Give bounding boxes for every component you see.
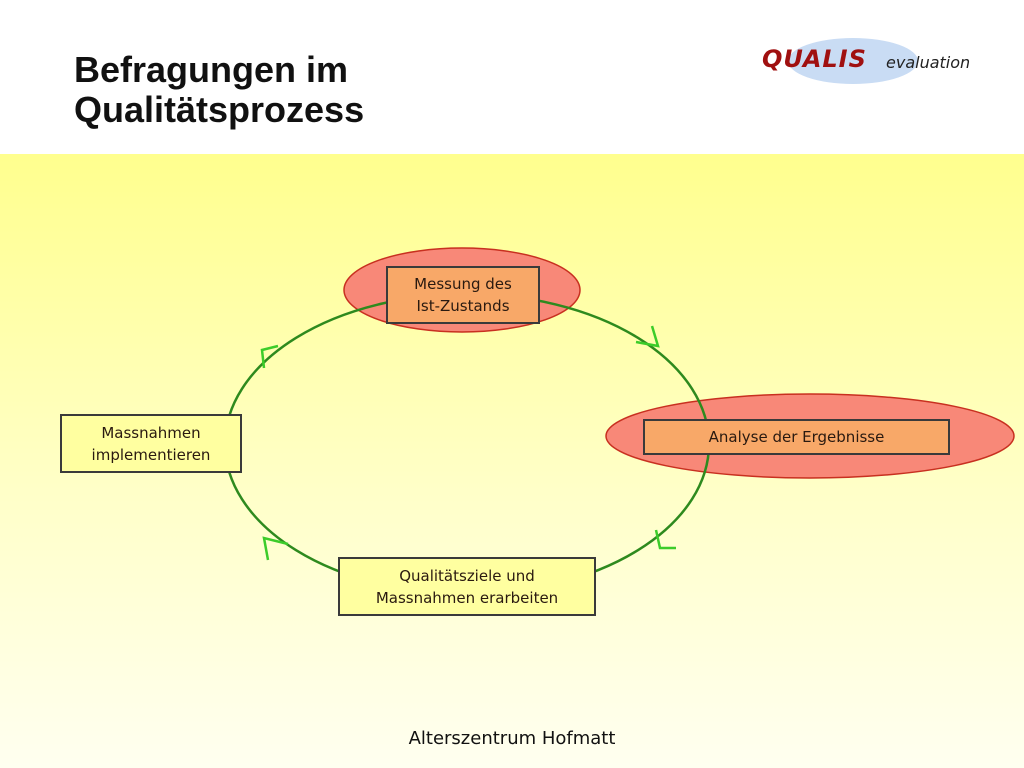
node-qualitaetsziele-label: Qualitätsziele und Massnahmen erarbeiten: [375, 566, 559, 607]
node-analyse: Analyse der Ergebnisse: [643, 419, 950, 455]
arrow-bottom-right: [654, 529, 676, 550]
logo-suffix: evaluation: [886, 53, 971, 72]
qualis-logo: QUALIS evaluation: [760, 36, 1000, 86]
arrow-top-left: [260, 344, 279, 369]
node-analyse-label: Analyse der Ergebnisse: [708, 428, 885, 446]
node-massnahmen: Massnahmen implementieren: [60, 414, 242, 473]
arrow-bottom-left: [262, 536, 289, 561]
page-title: Befragungen im Qualitätsprozess: [74, 49, 365, 130]
node-messung: Messung des Ist-Zustands: [386, 266, 540, 324]
node-qualitaetsziele: Qualitätsziele und Massnahmen erarbeiten: [338, 557, 596, 616]
logo-brand: QUALIS: [762, 45, 867, 73]
node-massnahmen-label: Massnahmen implementieren: [91, 423, 211, 464]
node-messung-label: Messung des Ist-Zustands: [414, 275, 512, 315]
footer-organization: Alterszentrum Hofmatt: [408, 728, 616, 749]
logo-ellipse: [788, 38, 918, 84]
arrow-top-right: [635, 325, 660, 348]
